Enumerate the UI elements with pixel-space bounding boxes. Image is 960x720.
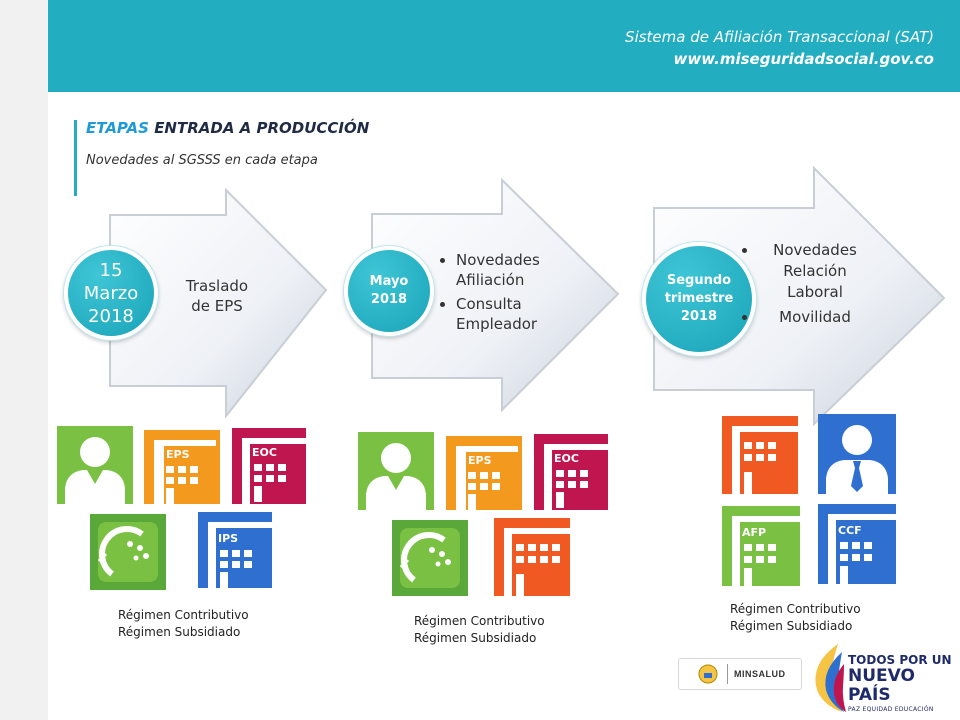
section-title-rest: ENTRADA A PRODUCCIÓN xyxy=(154,119,370,137)
stage-3-date-line: Segundo xyxy=(666,273,732,288)
stage-1-arrow xyxy=(109,188,328,419)
eoc-icon: EOC xyxy=(534,434,608,510)
stage-3-bullet: Novedades Relación Laboral xyxy=(758,240,872,303)
empleador-icon xyxy=(494,518,570,596)
stage-1-regime: Régimen Contributivo Régimen Subsidiado xyxy=(118,607,249,641)
stage-3-arrow xyxy=(653,166,946,427)
eps-icon-label: EPS xyxy=(468,454,492,467)
stage-1-date-line: Marzo xyxy=(83,282,139,304)
minsalud-text: MINSALUD xyxy=(734,669,786,679)
regime-line: Régimen Subsidiado xyxy=(118,625,241,639)
stage-2-regime: Régimen Contributivo Régimen Subsidiado xyxy=(414,613,545,647)
sgsss-logo-icon xyxy=(90,514,166,590)
regime-line: Régimen Contributivo xyxy=(730,602,861,616)
colombia-coat-of-arms-icon xyxy=(698,664,718,684)
title-accent-line xyxy=(74,120,77,196)
regime-line: Régimen Contributivo xyxy=(414,614,545,628)
stage-1-text-line: Traslado xyxy=(185,277,249,295)
regime-line: Régimen Contributivo xyxy=(118,608,249,622)
stage-1-date-badge: 15 Marzo 2018 xyxy=(64,246,158,340)
stage-3-description: Novedades Relación Laboral Movilidad xyxy=(742,240,872,332)
stage-2-arrow xyxy=(371,178,620,413)
stage-2-description: Novedades Afiliación Consulta Empleador xyxy=(440,250,570,338)
stage-3-date-line: trimestre xyxy=(664,291,734,306)
todos-por-un-nuevo-pais-logo: TODOS POR UN NUEVO PAÍS PAZ EQUIDAD EDUC… xyxy=(808,640,954,716)
eoc-icon: EOC xyxy=(232,428,306,504)
stage-3-date-line: 2018 xyxy=(680,309,718,324)
cotizante-icon xyxy=(818,414,896,494)
eoc-icon-label: EOC xyxy=(252,446,277,459)
section-title: ETAPAS ENTRADA A PRODUCCIÓN xyxy=(86,119,369,137)
colombia-flag-swoosh-icon xyxy=(815,644,846,712)
stage-3-regime: Régimen Contributivo Régimen Subsidiado xyxy=(730,601,861,635)
todos-line-3: PAZ EQUIDAD EDUCACIÓN xyxy=(848,706,934,713)
ips-icon-label: IPS xyxy=(218,532,238,545)
todos-line-1: TODOS POR UN xyxy=(848,653,952,667)
regime-line: Régimen Subsidiado xyxy=(730,619,853,633)
stage-2-date-line: 2018 xyxy=(370,292,408,307)
afiliado-icon xyxy=(358,432,434,510)
header-website[interactable]: www.miseguridadsocial.gov.co xyxy=(673,50,934,68)
ccf-icon-label: CCF xyxy=(838,524,862,537)
eps-icon: EPS xyxy=(144,430,220,504)
stage-3-date-badge: Segundo trimestre 2018 xyxy=(642,242,756,356)
section-title-accent: ETAPAS xyxy=(86,119,149,137)
header-banner: Sistema de Afiliación Transaccional (SAT… xyxy=(48,0,960,92)
todos-line-2: NUEVO PAÍS xyxy=(848,666,915,705)
stage-1-date-line: 15 xyxy=(99,259,123,281)
section-subtitle: Novedades al SGSSS en cada etapa xyxy=(86,153,318,168)
regime-line: Régimen Subsidiado xyxy=(414,631,537,645)
afiliado-icon xyxy=(57,426,133,504)
eps-icon-label: EPS xyxy=(166,448,190,461)
stage-2-date-badge: Mayo 2018 xyxy=(344,246,434,336)
eps-icon: EPS xyxy=(446,436,522,510)
afp-icon-label: AFP xyxy=(742,526,766,539)
stage-2-bullet: Consulta Empleador xyxy=(456,294,570,334)
ccf-icon: CCF xyxy=(818,504,896,584)
stage-3-bullet: Movilidad xyxy=(758,307,872,328)
stage-1-date-line: 2018 xyxy=(88,305,134,327)
eoc-icon-label: EOC xyxy=(554,452,579,465)
left-margin-bar xyxy=(0,0,48,720)
stage-2-date-line: Mayo xyxy=(369,274,409,289)
header-system-name: Sistema de Afiliación Transaccional (SAT… xyxy=(625,28,934,46)
empleador-icon xyxy=(722,416,798,494)
afp-icon: AFP xyxy=(722,506,800,586)
ips-icon: IPS xyxy=(198,512,272,588)
sgsss-logo-icon xyxy=(392,520,468,596)
stage-1-text-line: de EPS xyxy=(191,297,243,315)
stage-2-bullet: Novedades Afiliación xyxy=(456,250,570,290)
logo-divider xyxy=(727,664,728,684)
minsalud-logo: MINSALUD xyxy=(678,658,802,690)
stage-1-description: Traslado de EPS xyxy=(172,276,262,316)
